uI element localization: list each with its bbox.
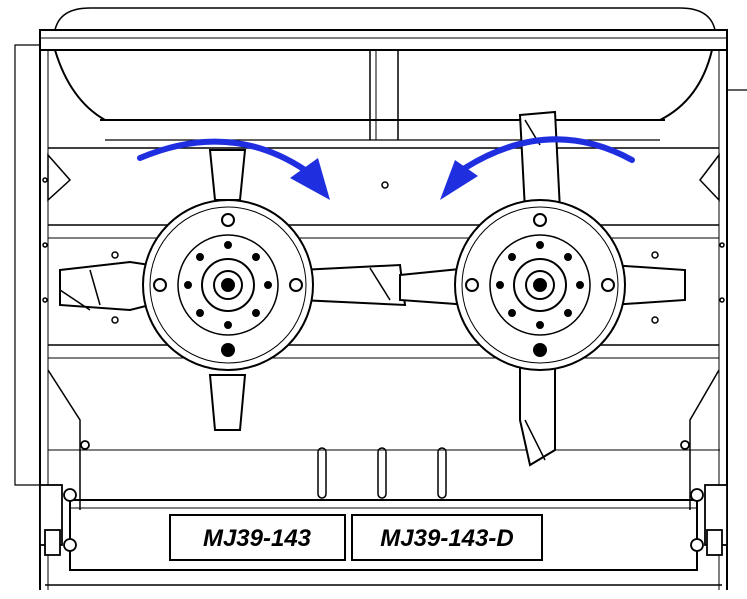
left-part-number: MJ39-143	[203, 525, 312, 552]
right-part-number: MJ39-143-D	[380, 525, 513, 552]
rotation-arrow-right-icon	[462, 136, 635, 171]
bolt-holes	[42, 177, 725, 324]
side-hardware	[39, 440, 728, 556]
rotation-arrow-left-icon	[137, 138, 308, 173]
rotation-arrow-left-head	[290, 158, 330, 200]
rotor-right	[454, 199, 626, 371]
left-rotor-blades	[59, 149, 407, 431]
rotation-arrows	[137, 136, 635, 200]
rotation-arrow-right-head	[440, 160, 478, 200]
part-number-labels: MJ39-143 MJ39-143-D	[169, 514, 543, 561]
rotor-left	[142, 199, 314, 371]
right-part-label-box	[351, 514, 543, 561]
adjustment-slots	[317, 447, 447, 499]
left-part-label-box	[169, 514, 346, 561]
